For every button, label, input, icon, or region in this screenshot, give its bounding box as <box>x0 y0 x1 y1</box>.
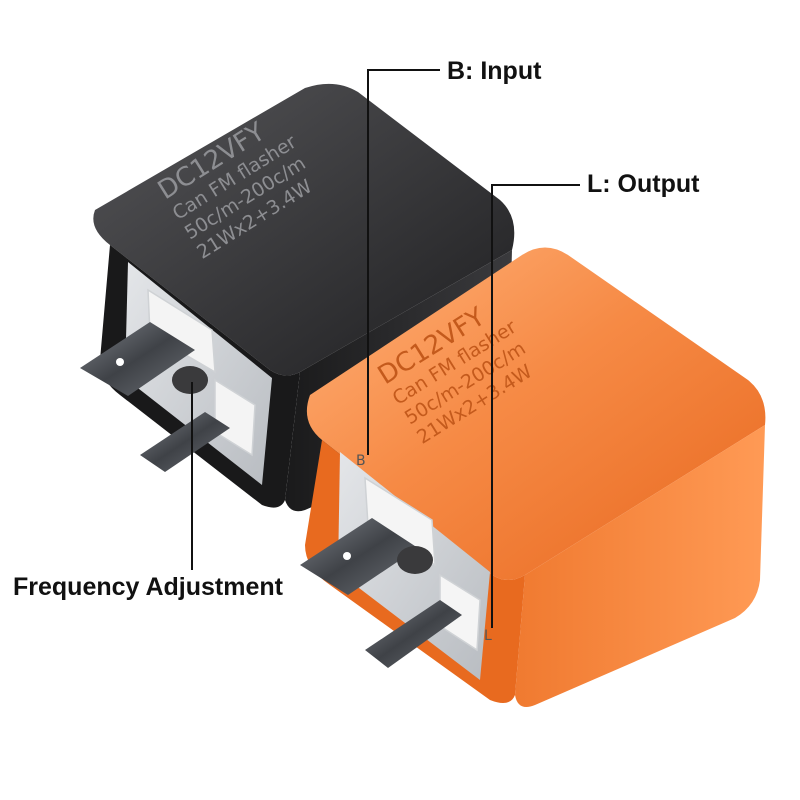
orange-pin-lower <box>365 600 462 668</box>
orange-housing-print: DC12VFY Can FM flasher 50c/m-200c/m 21Wx… <box>373 302 536 449</box>
black-connector-lower <box>214 378 256 457</box>
black-pin-upper <box>80 322 195 396</box>
black-pin-hole <box>116 358 124 366</box>
orange-flasher-unit: DC12VFY Can FM flasher 50c/m-200c/m 21Wx… <box>300 247 766 708</box>
orange-housing-top <box>306 247 766 580</box>
input-label: B: Input <box>447 57 542 85</box>
terminal-mark-l: L <box>484 628 492 644</box>
black-adjust-knob <box>172 366 208 394</box>
orange-pin-hole <box>343 552 351 560</box>
orange-connector-housing <box>364 476 436 567</box>
frequency-label: Frequency Adjustment <box>13 573 284 601</box>
orange-adjust-knob <box>397 546 433 574</box>
terminal-mark-b: B <box>356 453 366 469</box>
input-callout-line <box>367 69 440 455</box>
black-housing-top <box>93 83 515 376</box>
black-pin-lower <box>140 412 230 472</box>
output-callout-line <box>491 184 580 628</box>
orange-pin-upper <box>300 518 418 595</box>
black-connector-housing <box>147 288 216 374</box>
orange-housing-side <box>515 425 765 708</box>
output-label: L: Output <box>587 170 700 198</box>
callout-lines <box>191 69 580 628</box>
